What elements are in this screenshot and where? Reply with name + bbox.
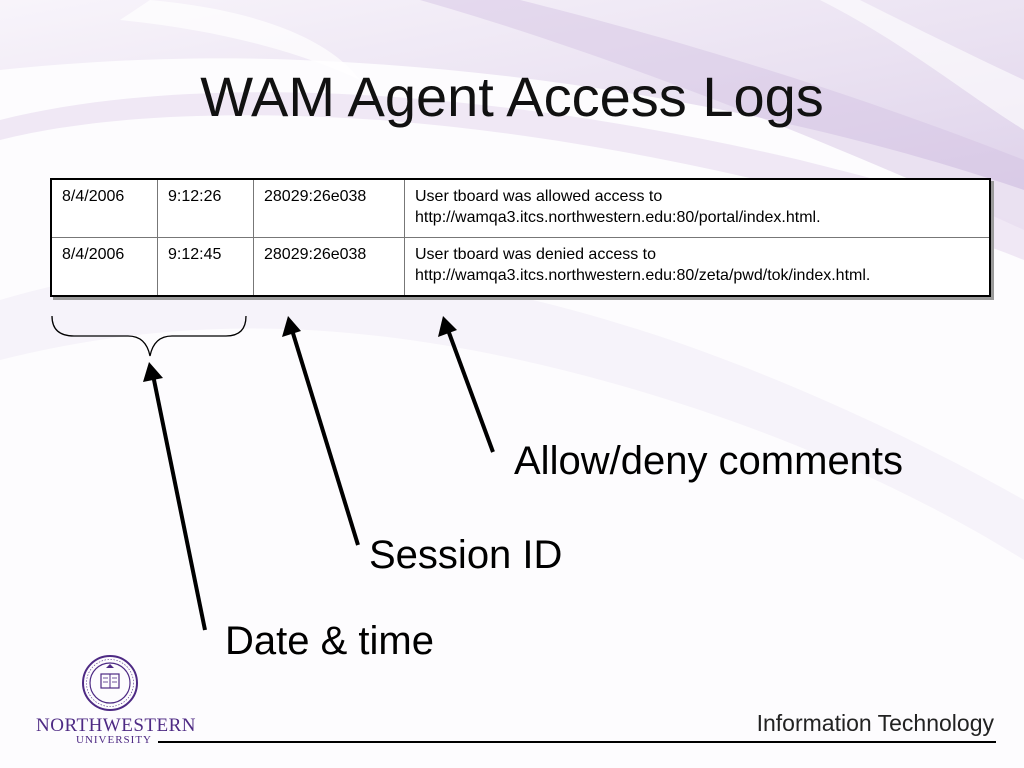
slide-title: WAM Agent Access Logs: [200, 65, 824, 128]
arrowhead-allow-deny: [438, 316, 457, 337]
arrow-session-id: [290, 329, 360, 546]
department-label: Information Technology: [756, 710, 994, 736]
allow-deny-label: Allow/deny comments: [514, 439, 904, 483]
arrow-allow-deny: [446, 329, 495, 453]
log-comment-cell: User tboard was allowed access to http:/…: [404, 178, 991, 238]
log-session-cell: 28029:26e038: [253, 178, 405, 238]
log-comment-line: User tboard was allowed access to: [415, 188, 663, 205]
log-date-cell: 8/4/2006: [50, 237, 158, 297]
session-id-label: Session ID: [369, 533, 563, 577]
date-time-label: Date & time: [225, 619, 434, 663]
university-subtitle: UNIVERSITY: [76, 734, 152, 746]
log-time-cell: 9:12:26: [157, 178, 254, 238]
table-row: 8/4/2006 9:12:45 28029:26e038 User tboar…: [50, 237, 991, 297]
log-comment-url: http://wamqa3.itcs.northwestern.edu:80/z…: [415, 267, 871, 284]
table-row: 8/4/2006 9:12:26 28029:26e038 User tboar…: [50, 178, 991, 238]
footer-rule: [158, 741, 996, 743]
access-log-table: 8/4/2006 9:12:26 28029:26e038 User tboar…: [50, 178, 991, 297]
date-time-brace: [51, 315, 247, 357]
log-time-cell: 9:12:45: [157, 237, 254, 297]
arrowhead-session-id: [282, 316, 301, 337]
arrow-date-time: [151, 374, 207, 631]
log-comment-url: http://wamqa3.itcs.northwestern.edu:80/p…: [415, 209, 821, 226]
log-session-cell: 28029:26e038: [253, 237, 405, 297]
university-name: NORTHWESTERN: [36, 715, 197, 736]
log-comment-cell: User tboard was denied access to http://…: [404, 237, 991, 297]
university-seal-icon: [82, 655, 138, 711]
arrowhead-date-time: [143, 362, 163, 382]
log-comment-line: User tboard was denied access to: [415, 246, 657, 263]
